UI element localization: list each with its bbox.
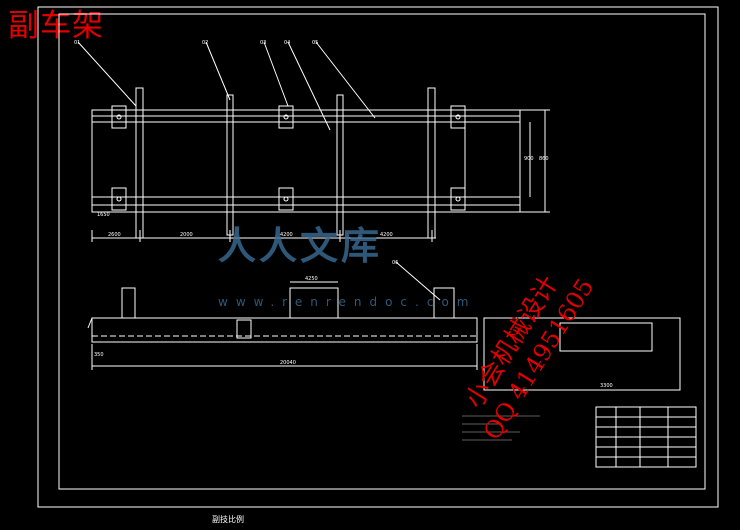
side-beam xyxy=(91,317,478,343)
footer-label: 副技比例 xyxy=(212,515,244,524)
dim-plan-1: 2600 xyxy=(108,232,121,238)
detail-view xyxy=(483,317,681,391)
title-block xyxy=(595,406,697,468)
dim-plan-right-2: 860 xyxy=(539,156,549,162)
dim-plan-3: 4200 xyxy=(280,232,293,238)
callout-04: 04 xyxy=(284,40,290,46)
dim-side-left: 350 xyxy=(94,352,104,358)
dim-plan-4: 4200 xyxy=(380,232,393,238)
dim-detail: 3300 xyxy=(600,383,613,389)
dim-plan-right-1: 900 xyxy=(524,156,534,162)
callout-06: 06 xyxy=(392,260,398,266)
plan-view xyxy=(77,41,550,242)
dim-side-total: 20040 xyxy=(280,360,296,366)
notes-block xyxy=(462,415,540,441)
callout-02: 02 xyxy=(202,40,208,46)
side-view xyxy=(87,261,478,370)
inner-frame xyxy=(58,13,706,490)
callout-03: 03 xyxy=(260,40,266,46)
dim-plan-small: 1650 xyxy=(97,212,110,218)
watermark-logo: 人人文库 xyxy=(218,223,383,268)
dim-plan-2: 2000 xyxy=(180,232,193,238)
outer-frame xyxy=(37,6,719,508)
callout-01: 01 xyxy=(74,40,80,46)
watermark-url: www.renrendoc.com xyxy=(218,295,477,309)
dim-side-top: 4250 xyxy=(305,276,318,282)
callout-05: 05 xyxy=(312,40,318,46)
